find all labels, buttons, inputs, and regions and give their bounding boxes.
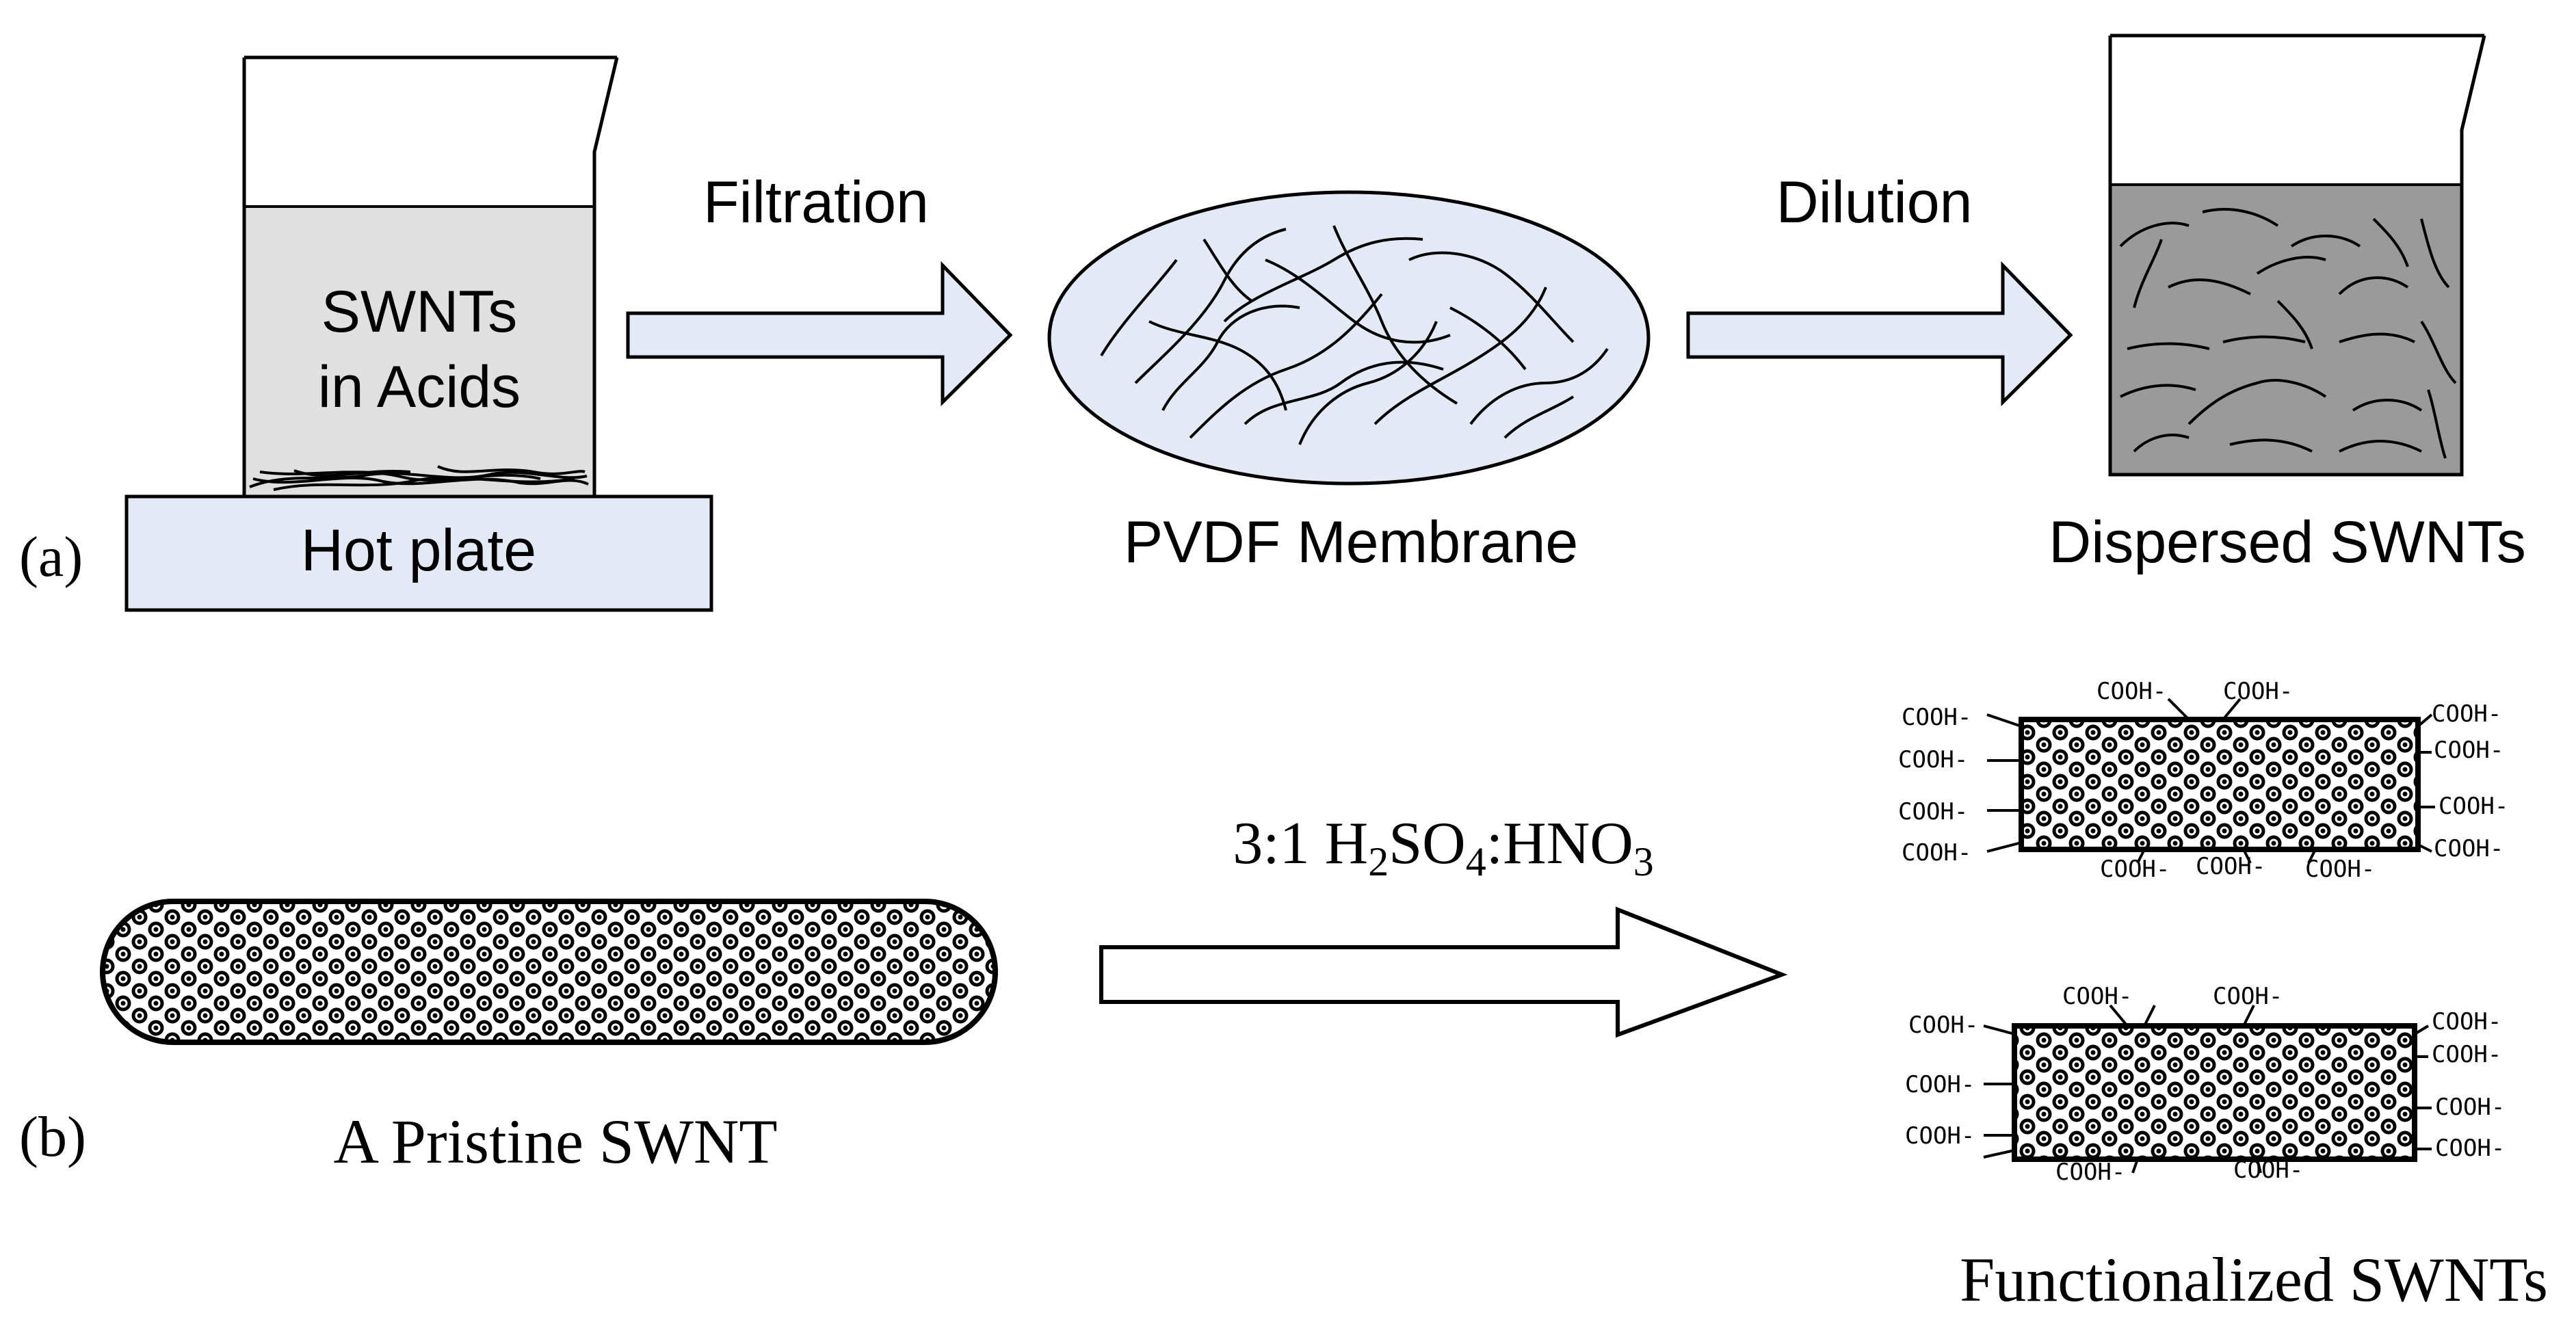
dispersion-beaker-outline xyxy=(2108,35,2486,477)
reagent-label: 3:1 H2SO4:HNO3 xyxy=(1233,810,1654,884)
cooh-label: COOH- xyxy=(2432,1041,2501,1068)
acid-liquid xyxy=(244,205,594,495)
beaker-outline xyxy=(242,57,619,499)
functionalized-tube-body-2 xyxy=(2012,1023,2417,1162)
cooh-bonds-1 xyxy=(1986,698,2435,864)
cooh-label: COOH- xyxy=(2100,856,2170,883)
membrane-label: PVDF Membrane xyxy=(1124,510,1578,575)
filtration-arrow xyxy=(626,261,1013,406)
cooh-label: COOH- xyxy=(2435,1135,2505,1162)
reagent-sub-3: 3 xyxy=(1633,839,1654,884)
panel-a-label: (a) xyxy=(19,525,83,589)
reaction-arrow xyxy=(1099,906,1788,1038)
functionalized-swnt-1: COOH- COOH- COOH- COOH- COOH- COOH- COOH… xyxy=(1898,678,2508,883)
cooh-label: COOH- xyxy=(1898,746,1968,774)
panel-b: (b) A Pristine SWNT 3:1 H2SO4:HNO3 xyxy=(19,678,2548,1314)
reagent-part-3: :HNO xyxy=(1486,810,1633,877)
cooh-label: COOH- xyxy=(2434,835,2503,862)
hot-plate-label: Hot plate xyxy=(301,518,536,583)
membrane-disc xyxy=(1047,190,1651,486)
cooh-label: COOH- xyxy=(2233,1156,2303,1184)
hot-plate xyxy=(124,494,713,612)
panel-a: (a) Hot plate SWNTs in Acids Filtration xyxy=(19,34,2526,612)
pvdf-membrane xyxy=(1047,190,1651,486)
cooh-bonds-2 xyxy=(1983,1004,2432,1174)
dispersed-swnts xyxy=(2119,208,2457,459)
cooh-label: COOH- xyxy=(2097,678,2166,705)
acid-beaker: SWNTs in Acids xyxy=(242,55,619,499)
pristine-tube-body xyxy=(100,899,998,1045)
reagent-sub-1: 2 xyxy=(1368,839,1389,884)
settled-swnts xyxy=(249,465,589,491)
cooh-label: COOH- xyxy=(2305,856,2375,883)
cooh-label: COOH- xyxy=(2435,1094,2505,1121)
cooh-label: COOH- xyxy=(2439,793,2508,820)
filtration-label: Filtration xyxy=(703,170,929,235)
functionalized-swnt-2: COOH- COOH- COOH- COOH- COOH- COOH- COOH… xyxy=(1905,983,2505,1186)
cooh-label: COOH- xyxy=(2223,678,2293,705)
reagent-sub-2: 4 xyxy=(1466,839,1486,884)
pristine-label: A Pristine SWNT xyxy=(333,1107,777,1176)
cooh-label: COOH- xyxy=(1905,1071,1975,1098)
cooh-label: COOH- xyxy=(1902,839,1971,867)
cooh-label: COOH- xyxy=(1902,704,1971,731)
dispersed-label: Dispersed SWNTs xyxy=(2049,510,2526,575)
cooh-label: COOH- xyxy=(2432,700,2501,728)
cooh-label: COOH- xyxy=(1898,798,1968,825)
beaker-text-line2: in Acids xyxy=(318,354,521,420)
cooh-label: COOH- xyxy=(1908,1012,1978,1039)
beaker-text-line1: SWNTs xyxy=(321,279,518,345)
dilution-label: Dilution xyxy=(1776,170,1973,235)
reagent-part-1: 3:1 H xyxy=(1233,810,1368,877)
dilution-arrow xyxy=(1686,261,2073,406)
cooh-label: COOH- xyxy=(2062,983,2132,1010)
functionalized-tube-body-1 xyxy=(2019,717,2421,852)
cooh-label: COOH- xyxy=(2432,1008,2501,1035)
cooh-label: COOH- xyxy=(2055,1159,2125,1186)
panel-b-label: (b) xyxy=(19,1105,86,1169)
membrane-swnts xyxy=(1100,225,1609,445)
dispersion-liquid xyxy=(2110,185,2462,475)
cooh-label: COOH- xyxy=(1905,1122,1975,1150)
cooh-label: COOH- xyxy=(2434,737,2503,764)
pristine-swnt xyxy=(100,899,998,1045)
reagent-part-2: SO xyxy=(1389,810,1466,877)
dispersion-beaker xyxy=(2108,34,2486,477)
functionalized-label: Functionalized SWNTs xyxy=(1960,1245,2548,1314)
cooh-label: COOH- xyxy=(2213,983,2283,1010)
cooh-label: COOH- xyxy=(2196,853,2265,880)
